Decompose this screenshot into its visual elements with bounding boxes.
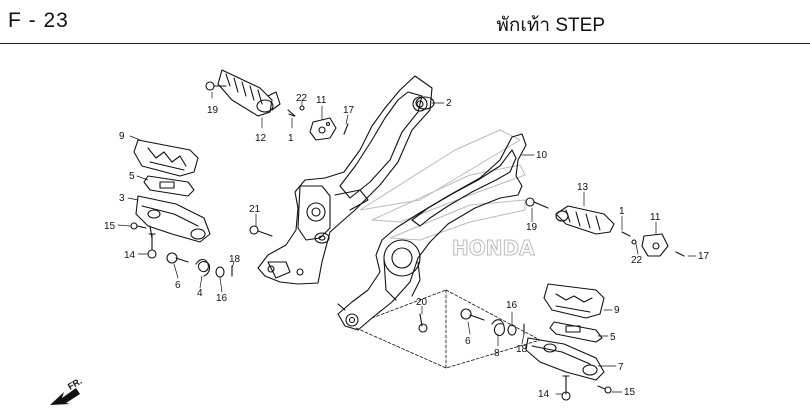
callout-14-left: 14 bbox=[124, 250, 136, 261]
front-direction-label: FR. bbox=[66, 376, 84, 392]
callout-11-left: 11 bbox=[316, 95, 327, 106]
bolt-14-right bbox=[561, 375, 571, 401]
bolt-1-left bbox=[287, 109, 296, 117]
callout-22-right: 22 bbox=[631, 255, 643, 266]
callout-21: 21 bbox=[249, 204, 261, 215]
step-rubber-9-left bbox=[133, 139, 199, 177]
step-rubber-9-right bbox=[543, 283, 605, 319]
callout-18-right: 18 bbox=[516, 344, 528, 355]
callout-6-left: 6 bbox=[175, 280, 181, 291]
pin-6-right bbox=[460, 308, 485, 321]
svg-text:HONDA: HONDA bbox=[452, 236, 535, 260]
callout-17-right: 17 bbox=[698, 251, 710, 262]
pin-19-left bbox=[205, 81, 227, 91]
weight-11-left bbox=[309, 117, 337, 141]
callout-11-right: 11 bbox=[650, 212, 661, 223]
callout-13: 13 bbox=[577, 182, 589, 193]
spring-4-left bbox=[195, 258, 211, 277]
weight-11-right bbox=[641, 233, 669, 257]
callout-labels: 2 10 19 12 1 22 11 17 9 5 3 15 14 6 4 16… bbox=[66, 93, 710, 400]
bolt-1-right bbox=[621, 231, 631, 237]
pin-19-right bbox=[525, 197, 549, 209]
right-step-bracket bbox=[337, 133, 527, 331]
callout-5-left: 5 bbox=[129, 171, 135, 182]
left-step-bracket bbox=[257, 75, 435, 285]
spring-8-right bbox=[491, 319, 505, 337]
callout-18-left: 18 bbox=[229, 254, 241, 265]
plate-5-left bbox=[143, 175, 195, 197]
cap-22-left bbox=[299, 105, 305, 111]
callout-8: 8 bbox=[494, 348, 500, 359]
page-title: พักเท้า STEP bbox=[496, 15, 605, 36]
callout-1-right: 1 bbox=[619, 206, 625, 217]
callout-17-left: 17 bbox=[343, 105, 355, 116]
cap-22-right bbox=[631, 239, 637, 245]
plate-5-right bbox=[549, 321, 603, 343]
callout-16-left: 16 bbox=[216, 293, 228, 304]
front-direction-arrow bbox=[50, 388, 80, 405]
pin-17-left bbox=[343, 123, 349, 135]
washer-16-left bbox=[215, 266, 225, 278]
assembly-guide-lines bbox=[355, 289, 541, 369]
right-footpeg-13 bbox=[555, 205, 615, 235]
bolt-14-left bbox=[147, 233, 157, 259]
screw-15-right bbox=[597, 385, 612, 394]
callout-9-left: 9 bbox=[119, 131, 125, 142]
callout-6-right: 6 bbox=[465, 336, 471, 347]
callout-12: 12 bbox=[255, 133, 267, 144]
callout-15-left: 15 bbox=[104, 221, 116, 232]
bolt-20 bbox=[418, 313, 428, 333]
callout-19-left: 19 bbox=[207, 105, 219, 116]
callout-leaders bbox=[117, 91, 697, 395]
pin-6-left bbox=[166, 252, 189, 264]
callout-3: 3 bbox=[119, 193, 125, 204]
pin-17-right bbox=[675, 251, 685, 257]
page-code: F - 23 bbox=[8, 9, 69, 32]
callout-22-left: 22 bbox=[296, 93, 308, 104]
bolt-21 bbox=[249, 225, 273, 237]
step-holder-7 bbox=[525, 337, 605, 381]
callout-10: 10 bbox=[536, 150, 548, 161]
callout-1-left: 1 bbox=[288, 133, 294, 144]
brand-watermark: HONDA bbox=[359, 129, 536, 261]
callout-15-right: 15 bbox=[624, 387, 636, 398]
callout-20: 20 bbox=[416, 297, 428, 308]
screw-15-left bbox=[130, 222, 147, 230]
callout-16-right: 16 bbox=[506, 300, 518, 311]
step-holder-3 bbox=[135, 195, 211, 243]
callout-14-right: 14 bbox=[538, 389, 550, 400]
callout-9-right: 9 bbox=[614, 305, 620, 316]
callout-5-right: 5 bbox=[610, 332, 616, 343]
left-footpeg-12 bbox=[217, 69, 281, 117]
callout-4: 4 bbox=[197, 288, 203, 299]
callout-2: 2 bbox=[446, 98, 452, 109]
header-divider bbox=[0, 43, 810, 44]
callout-7: 7 bbox=[618, 362, 624, 373]
page-header: F - 23 พักเท้า STEP bbox=[0, 0, 810, 44]
callout-19-right: 19 bbox=[526, 222, 538, 233]
